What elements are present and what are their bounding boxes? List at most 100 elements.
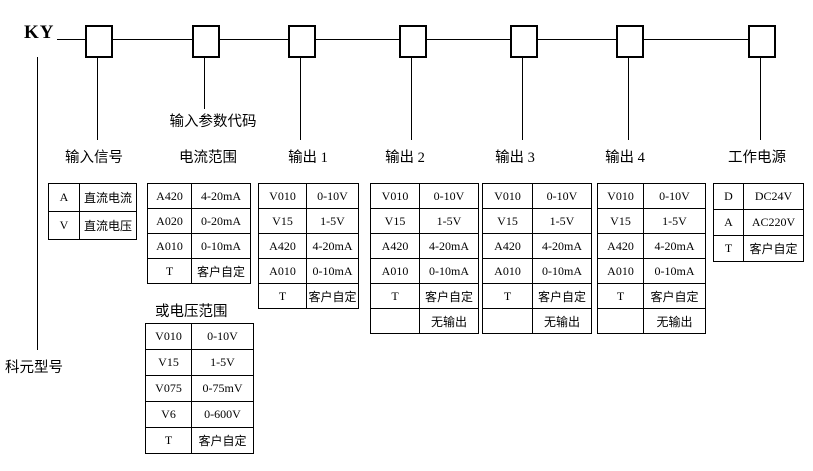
table-row: V15 1-5V — [146, 349, 253, 375]
code-cell: V15 — [158, 355, 179, 369]
code-cell: A — [59, 190, 69, 204]
code-box-6 — [616, 25, 644, 58]
code-cell: V010 — [607, 188, 634, 203]
code-cell: D — [724, 189, 733, 203]
code-box-3 — [288, 25, 316, 58]
code-cell: A020 — [156, 213, 183, 228]
code-cell: T — [724, 241, 733, 255]
stem-col-3 — [300, 56, 301, 140]
value-cell: 4-20mA — [532, 234, 591, 258]
code-cell: V — [59, 218, 69, 232]
stem-model — [37, 57, 38, 350]
table-row: A020 0-20mA — [148, 208, 250, 233]
value-cell: 4-20mA — [643, 234, 705, 258]
value-cell: 0-10V — [643, 184, 705, 208]
table-row: D DC24V — [714, 184, 803, 209]
code-cell: V010 — [381, 188, 409, 203]
param-code-label: 输入参数代码 — [169, 114, 257, 130]
code-cell: A — [724, 215, 733, 229]
value-cell: 0-10mA — [191, 234, 250, 258]
code-cell: A420 — [607, 238, 634, 253]
code-cell: V15 — [272, 213, 293, 228]
value-cell: AC220V — [743, 210, 803, 235]
value-cell: 4-20mA — [191, 184, 250, 208]
code-cell: V15 — [384, 213, 406, 228]
value-cell: 无输出 — [643, 309, 705, 333]
table-row: A AC220V — [714, 209, 803, 235]
table-row: A420 4-20mA — [259, 233, 358, 258]
code-cell: T — [503, 288, 512, 303]
value-cell: 客户自定 — [191, 259, 250, 283]
value-cell: DC24V — [743, 184, 803, 209]
value-cell: 1-5V — [191, 350, 253, 375]
model-name-label: 科元型号 — [5, 360, 63, 376]
code-cell: T — [165, 263, 174, 278]
value-cell: 0-20mA — [191, 209, 250, 233]
code-cell: A010 — [269, 263, 296, 278]
code-box-4 — [399, 25, 427, 58]
code-cell: V6 — [161, 407, 176, 421]
value-cell: 0-10mA — [419, 259, 478, 283]
table-row: 无输出 — [483, 308, 591, 333]
value-cell: 0-10mA — [532, 259, 591, 283]
code-box-1 — [85, 25, 113, 58]
stem-col-6 — [628, 56, 629, 140]
code-cell: A010 — [607, 263, 634, 278]
column-label-power: 工作电源 — [728, 150, 786, 166]
code-box-5 — [510, 25, 538, 58]
table-row: 无输出 — [598, 308, 705, 333]
code-box-7 — [748, 25, 776, 58]
value-cell: 0-10V — [419, 184, 478, 208]
column-label-input-signal: 输入信号 — [65, 150, 123, 166]
table-row: V010 0-10V — [371, 184, 478, 208]
code-cell: V010 — [155, 329, 182, 343]
value-cell: 客户自定 — [306, 284, 358, 308]
code-cell: V010 — [269, 188, 296, 203]
value-cell: 4-20mA — [306, 234, 358, 258]
code-cell: A420 — [156, 188, 183, 203]
stem-col-7 — [760, 56, 761, 140]
value-cell: 1-5V — [306, 209, 358, 233]
table-row: A 直流电流 — [49, 184, 136, 211]
value-cell: 直流电流 — [79, 184, 136, 211]
value-cell: 0-10mA — [306, 259, 358, 283]
column-label-output-3: 输出 3 — [495, 150, 535, 166]
value-cell: 0-75mV — [191, 376, 253, 401]
stem-col-1 — [97, 56, 98, 140]
model-prefix: KY — [24, 22, 55, 43]
table-row: A010 0-10mA — [259, 258, 358, 283]
code-cell: T — [616, 288, 625, 303]
stem-col-5 — [522, 56, 523, 140]
code-cell: T — [391, 288, 399, 303]
code-cell: T — [278, 288, 287, 303]
value-cell: 0-10mA — [643, 259, 705, 283]
code-cell: A420 — [269, 238, 296, 253]
value-cell: 4-20mA — [419, 234, 478, 258]
code-cell: A010 — [494, 263, 521, 278]
value-cell: 1-5V — [532, 209, 591, 233]
table-row: V010 0-10V — [598, 184, 705, 208]
table-row: A010 0-10mA — [483, 258, 591, 283]
